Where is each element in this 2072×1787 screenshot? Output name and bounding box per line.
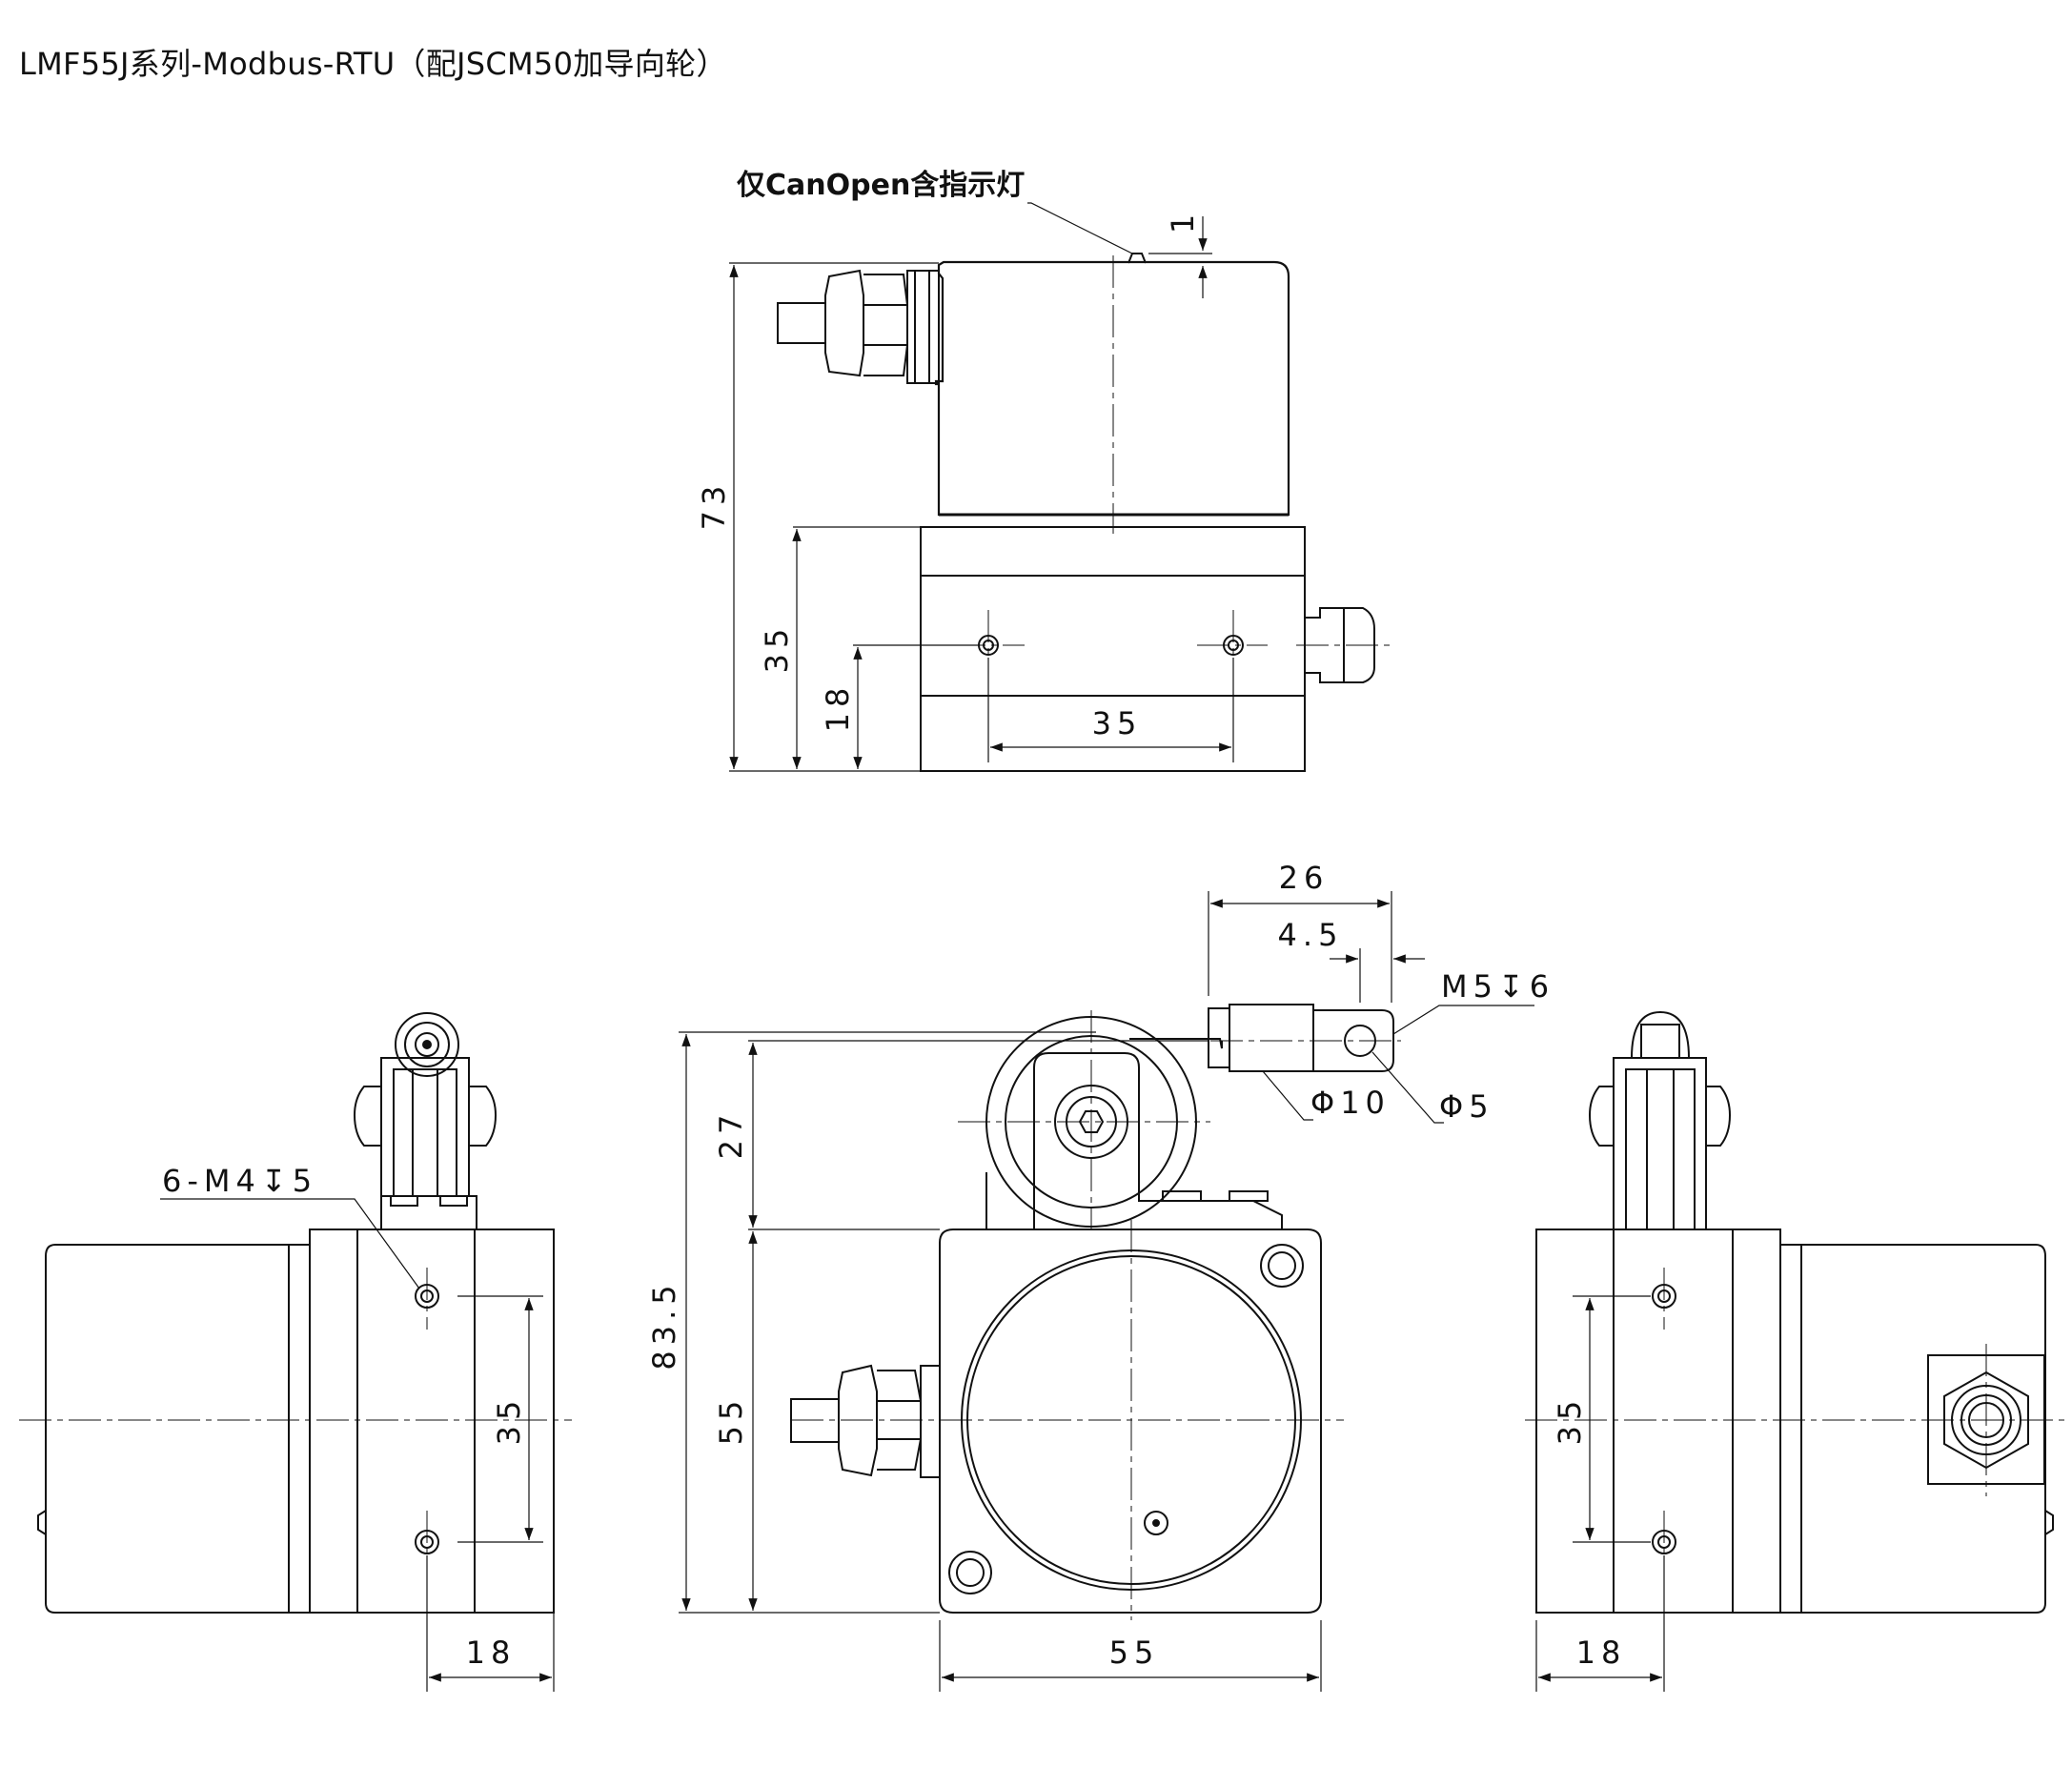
dia-5-label: Φ5 bbox=[1439, 1088, 1494, 1125]
top-view-dimensions bbox=[729, 202, 1234, 772]
dim-overall-height: 73 bbox=[696, 480, 732, 531]
dim-wheel-height: 27 bbox=[713, 1109, 749, 1160]
top-view-labels: 仅CanOpen含指示灯 73 35 18 35 1 bbox=[696, 169, 1201, 741]
dim-hole-spacing: 35 bbox=[1092, 705, 1143, 741]
dim-indicator-offset: 1 bbox=[1165, 209, 1201, 234]
left-view-labels: 6-M4↧5 35 18 bbox=[162, 1163, 527, 1671]
indicator-note: 仅CanOpen含指示灯 bbox=[737, 169, 1025, 202]
top-view bbox=[777, 253, 1390, 772]
drawing-title: LMF55J系列-Modbus-RTU（配JSCM50加导向轮） bbox=[19, 46, 727, 82]
left-dim-hole-spacing: 35 bbox=[491, 1395, 527, 1446]
left-view bbox=[19, 1012, 572, 1614]
dim-body-width: 55 bbox=[1109, 1635, 1160, 1671]
front-view bbox=[790, 1004, 1401, 1620]
right-view-dimensions bbox=[1535, 1295, 1665, 1692]
dia-10-label: Φ10 bbox=[1310, 1085, 1391, 1121]
right-dim-hole-spacing: 35 bbox=[1552, 1395, 1588, 1446]
dim-base-height: 35 bbox=[759, 623, 795, 674]
dim-body-height: 55 bbox=[713, 1395, 749, 1446]
front-view-dimensions bbox=[679, 891, 1534, 1692]
cable-thread-label: M5↧6 bbox=[1441, 968, 1554, 1005]
left-dim-hole-offset: 18 bbox=[466, 1635, 517, 1671]
thread-spec-label: 6-M4↧5 bbox=[162, 1163, 317, 1199]
right-view bbox=[1525, 1010, 2068, 1614]
dim-front-overall-height: 83.5 bbox=[646, 1279, 682, 1370]
right-dim-hole-offset: 18 bbox=[1576, 1635, 1627, 1671]
dim-hole-height: 18 bbox=[820, 682, 856, 733]
right-view-labels: 35 18 bbox=[1552, 1395, 1627, 1671]
left-view-dimensions bbox=[160, 1198, 555, 1692]
dim-clamp-offset: 4.5 bbox=[1278, 917, 1344, 953]
front-view-labels: 83.5 27 55 55 26 4.5 M5↧6 Φ10 Φ5 bbox=[646, 860, 1554, 1671]
dim-clamp-length: 26 bbox=[1279, 860, 1330, 896]
